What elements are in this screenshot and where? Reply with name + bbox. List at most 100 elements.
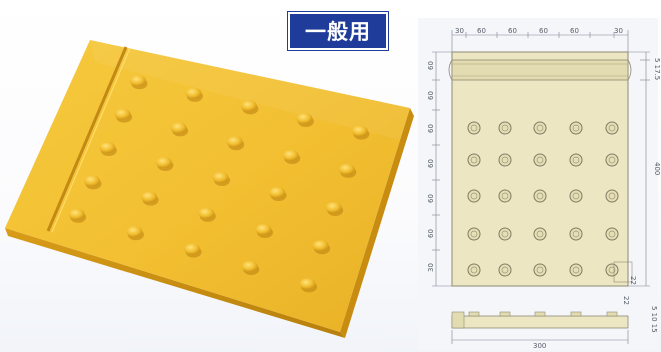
plan-dot [467, 263, 481, 277]
section-bump [499, 311, 511, 317]
tile-3d [5, 40, 414, 338]
tile-side-face [340, 108, 414, 338]
tile-top-face [5, 40, 410, 332]
plan-dot-inner [470, 192, 478, 200]
dim-right-total: 400 [653, 162, 661, 175]
tactile-dot [241, 261, 258, 272]
tactile-dot [351, 125, 368, 137]
plan-dot [569, 227, 583, 241]
tactile-dot [184, 243, 201, 255]
tactile-dot [170, 122, 187, 134]
plan-dot-inner [536, 266, 544, 274]
plan-dot-inner [501, 192, 509, 200]
plan-dot [467, 121, 481, 135]
drawing-section [451, 311, 629, 329]
tactile-dot [185, 87, 202, 99]
plan-dot-inner [501, 156, 509, 164]
dim-corner-b: 22 [622, 296, 630, 305]
plan-dot-inner [572, 266, 580, 274]
plan-dot-inner [501, 124, 509, 132]
plan-dot-inner [470, 266, 478, 274]
plan-dot-inner [572, 156, 580, 164]
plan-dot [605, 189, 619, 203]
tactile-dot [129, 75, 146, 87]
plan-dot [533, 121, 547, 135]
plan-dot-inner [536, 192, 544, 200]
tactile-dots [68, 75, 370, 293]
plan-dot-inner [470, 156, 478, 164]
corner-detail [613, 261, 633, 283]
tile-front-face [5, 228, 345, 338]
plan-dot [498, 263, 512, 277]
plan-dot [533, 189, 547, 203]
usage-label: 一般用 [288, 12, 388, 50]
dim-left-1: 60 [427, 61, 435, 70]
plan-dot [533, 227, 547, 241]
dim-corner-a: 22 [629, 276, 637, 285]
section-bumps [468, 311, 618, 317]
dim-top-1: 30 [455, 27, 464, 35]
tactile-dot [212, 172, 229, 183]
section-bump [534, 311, 546, 317]
tactile-dot [68, 208, 85, 220]
plan-dot [605, 153, 619, 167]
dim-left-2: 60 [427, 91, 435, 100]
plan-dot [498, 153, 512, 167]
dim-left-5: 60 [427, 194, 435, 203]
section-bump [606, 311, 618, 317]
tactile-dot [325, 202, 342, 213]
dim-top-6: 30 [614, 27, 623, 35]
tactile-dot [312, 240, 329, 252]
plan-dot [569, 263, 583, 277]
tactile-dot [240, 100, 257, 112]
plan-dot [569, 153, 583, 167]
dim-left-6: 60 [427, 229, 435, 238]
tactile-dot [282, 150, 299, 161]
plan-bar [451, 59, 629, 81]
dimension-lines [432, 30, 650, 344]
tactile-dot [299, 278, 316, 290]
tactile-dot [126, 226, 143, 238]
tile-top-shade [90, 40, 410, 140]
plan-dot [467, 227, 481, 241]
section-bump [468, 311, 480, 317]
tactile-dot [83, 175, 100, 187]
plan-dot-inner [536, 156, 544, 164]
tactile-dot [269, 187, 286, 198]
dim-left-3: 60 [427, 124, 435, 133]
tactile-dot [338, 163, 355, 175]
plan-dot-inner [470, 230, 478, 238]
plan-dot-inner [608, 266, 616, 274]
plan-dot [498, 189, 512, 203]
plan-dot [605, 263, 619, 277]
dim-top-5: 60 [570, 27, 579, 35]
plan-dot [605, 121, 619, 135]
plan-dot [569, 189, 583, 203]
plan-dot-inner [572, 192, 580, 200]
plan-dot-inner [501, 266, 509, 274]
tile-ridge-bar-highlight [51, 47, 131, 233]
plan-dot-inner [572, 230, 580, 238]
tactile-dot [255, 224, 272, 235]
plan-dot [467, 153, 481, 167]
plan-dot [533, 263, 547, 277]
dim-left-7: 30 [427, 263, 435, 272]
drawing-plan [418, 18, 658, 350]
tile-ridge-bar [46, 46, 128, 232]
plan-dot-inner [608, 230, 616, 238]
plan-dot [605, 227, 619, 241]
plan-dot [498, 121, 512, 135]
plan-dot-inner [501, 230, 509, 238]
tactile-dot [141, 191, 158, 203]
plan-dot-inner [470, 124, 478, 132]
plan-dot [569, 121, 583, 135]
tactile-dot [296, 113, 313, 124]
plan-outline [451, 51, 629, 287]
tactile-dot [155, 157, 172, 168]
plan-dots [467, 121, 619, 277]
plan-dot [467, 189, 481, 203]
dim-top-4: 60 [539, 27, 548, 35]
plan-dot [498, 227, 512, 241]
dim-bottom-total: 300 [533, 342, 546, 350]
